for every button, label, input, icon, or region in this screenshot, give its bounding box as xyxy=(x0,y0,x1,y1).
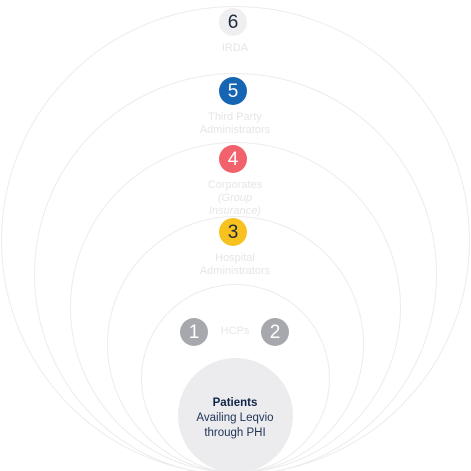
core-line-1: Availing Leqvio xyxy=(196,412,274,424)
hcps-label: HCPs xyxy=(220,325,250,337)
level-4-label-line-1: Corporates xyxy=(207,179,263,191)
ring-level-6 xyxy=(1,6,470,471)
level-5-label: Third Party Administrators xyxy=(175,111,295,137)
level-6-badge: 6 xyxy=(219,8,247,36)
hcp-badge-1: 1 xyxy=(180,318,208,346)
level-3-number: 3 xyxy=(227,221,239,243)
level-6-label: IRDA xyxy=(185,42,285,55)
level-4-label: Corporates (Group Insurance) xyxy=(175,179,295,218)
core-title: Patients xyxy=(212,397,258,409)
level-3-label: Hospital Administrators xyxy=(175,252,295,278)
level-3-label-line-1: Hospital xyxy=(215,252,255,264)
ring-level-hcps xyxy=(141,284,330,471)
level-5-label-line-1: Third Party xyxy=(208,111,262,123)
level-5-badge: 5 xyxy=(219,77,247,105)
level-4-badge: 4 xyxy=(219,145,247,173)
level-4-number: 4 xyxy=(227,148,239,170)
level-5-number: 5 xyxy=(227,80,239,102)
hcp-badge-2: 2 xyxy=(261,318,289,346)
level-6-number: 6 xyxy=(227,11,239,33)
hcp-number-1: 1 xyxy=(188,321,200,343)
hcp-number-2: 2 xyxy=(269,321,281,343)
ring-level-4 xyxy=(70,142,401,471)
level-3-badge: 3 xyxy=(219,218,247,246)
ring-level-5 xyxy=(34,73,437,471)
level-3-label-line-2: Administrators xyxy=(199,265,271,277)
level-5-label-line-2: Administrators xyxy=(199,124,271,136)
patients-core-circle xyxy=(178,358,293,471)
core-line-2: through PHI xyxy=(204,427,266,439)
level-4-label-line-3: Insurance) xyxy=(209,205,261,217)
ring-level-3 xyxy=(107,216,364,471)
level-6-label-line: IRDA xyxy=(221,42,249,54)
level-4-label-line-2: (Group xyxy=(217,192,253,204)
